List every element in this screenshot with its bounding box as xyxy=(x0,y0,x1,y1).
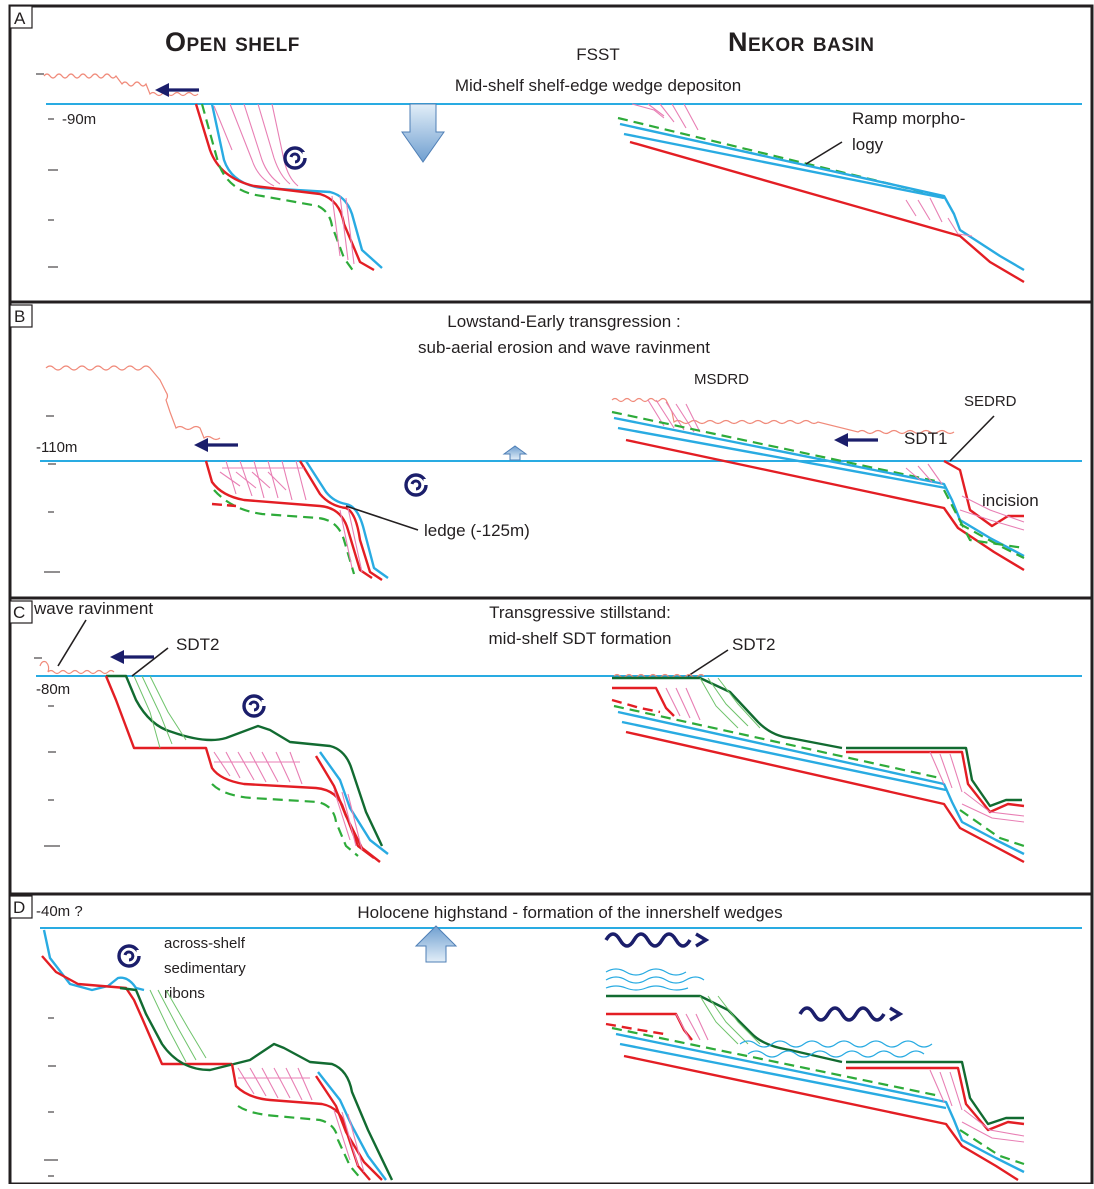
wave-ravinment-leader-line xyxy=(57,619,87,667)
sdt1-label: SDT1 xyxy=(904,429,947,448)
ramp-label-1: Ramp morpho- xyxy=(852,109,965,128)
panel-c-title-1: Transgressive stillstand: xyxy=(489,603,671,622)
msdrd-label: MSDRD xyxy=(694,371,749,388)
panel-a-open-shelf-profile xyxy=(194,103,383,273)
sdt2-right-leader-line xyxy=(687,649,729,677)
panel-d-nekor-profile xyxy=(605,968,1025,1182)
panel-b-erosion-surface xyxy=(45,365,221,441)
panel-b-letter: B xyxy=(14,307,25,326)
panel-b-depth-label: -110m xyxy=(36,439,77,456)
panel-a-letter: A xyxy=(14,9,26,28)
panel-d-letter-box xyxy=(9,895,33,919)
ledge-label: ledge (-125m) xyxy=(424,521,530,540)
panel-b-title-1: Lowstand-Early transgression : xyxy=(447,312,680,331)
sedrd-leader-line xyxy=(949,415,995,462)
panel-c-letter: C xyxy=(13,603,25,622)
spiral-current-icon xyxy=(119,946,139,966)
panel-c-open-shelf-profile xyxy=(104,674,389,863)
panel-a-letter-box xyxy=(9,5,33,29)
panel-c-title-2: mid-shelf SDT formation xyxy=(489,629,672,648)
panel-b-letter-box xyxy=(9,304,33,328)
ramp-leader-line xyxy=(805,141,843,165)
panel-a-title-2: Mid-shelf shelf-edge wedge depositon xyxy=(455,76,741,95)
panel-b-nekor-profile xyxy=(611,397,1025,572)
panel-d-depth-ticks xyxy=(44,1017,58,1177)
up-arrow-icon xyxy=(502,445,528,461)
sdt2-left-label: SDT2 xyxy=(176,635,219,654)
panel-d-open-shelf-profile xyxy=(41,929,394,1181)
panel-a-erosion-surface xyxy=(43,73,199,97)
spiral-current-icon xyxy=(285,148,305,168)
sedrd-label: SEDRD xyxy=(964,393,1017,410)
panel-c: C wave ravinment Transgressive stillstan… xyxy=(8,596,1094,896)
panel-a-title-1: FSST xyxy=(576,45,619,64)
panel-b-depth-ticks xyxy=(44,415,60,573)
spiral-current-icon xyxy=(244,696,264,716)
ledge-leader-line xyxy=(345,505,419,531)
panel-a: A Open shelf Nekor basin FSST Mid-shelf … xyxy=(8,4,1094,304)
sdt2-right-label: SDT2 xyxy=(732,635,775,654)
panel-b: B Lowstand-Early transgression : sub-aer… xyxy=(8,300,1094,600)
nekor-basin-header: Nekor basin xyxy=(728,27,875,57)
ramp-label-2: logy xyxy=(852,135,884,154)
panel-d-depth-label: -40m ? xyxy=(36,903,83,920)
panel-d-letter: D xyxy=(13,898,25,917)
panel-b-open-shelf-profile xyxy=(204,460,389,581)
panel-c-depth-label: -80m xyxy=(36,681,70,698)
panel-d: D -40m ? Holocene highstand - formation … xyxy=(8,892,1094,1186)
panel-b-title-2: sub-aerial erosion and wave ravinment xyxy=(418,338,710,357)
spiral-current-icon xyxy=(406,475,426,495)
wave-ravinment-label: wave ravinment xyxy=(33,599,153,618)
down-arrow-icon xyxy=(401,103,445,163)
panel-c-nekor-profile xyxy=(611,673,1025,864)
ribbons-label-3: ribons xyxy=(164,985,205,1002)
ribbons-label-1: across-shelf xyxy=(164,935,246,952)
incision-label: incision xyxy=(982,491,1039,510)
wave-arrow-icon xyxy=(798,1006,902,1022)
panel-a-depth-ticks xyxy=(36,73,58,268)
open-shelf-header: Open shelf xyxy=(165,27,300,57)
sdt2-left-leader-line xyxy=(131,647,169,677)
left-arrow-icon xyxy=(832,431,880,449)
panel-c-ravinment-surface xyxy=(39,660,115,675)
wave-arrow-icon xyxy=(604,932,708,948)
up-arrow-icon xyxy=(414,925,458,963)
panel-a-depth-label: -90m xyxy=(62,111,96,128)
panel-d-title: Holocene highstand - formation of the in… xyxy=(357,903,782,922)
ribbons-label-2: sedimentary xyxy=(164,960,246,977)
panel-c-letter-box xyxy=(9,600,33,624)
panel-a-nekor-profile xyxy=(617,103,1025,284)
left-arrow-icon xyxy=(108,648,156,666)
panel-c-depth-ticks xyxy=(34,657,60,847)
